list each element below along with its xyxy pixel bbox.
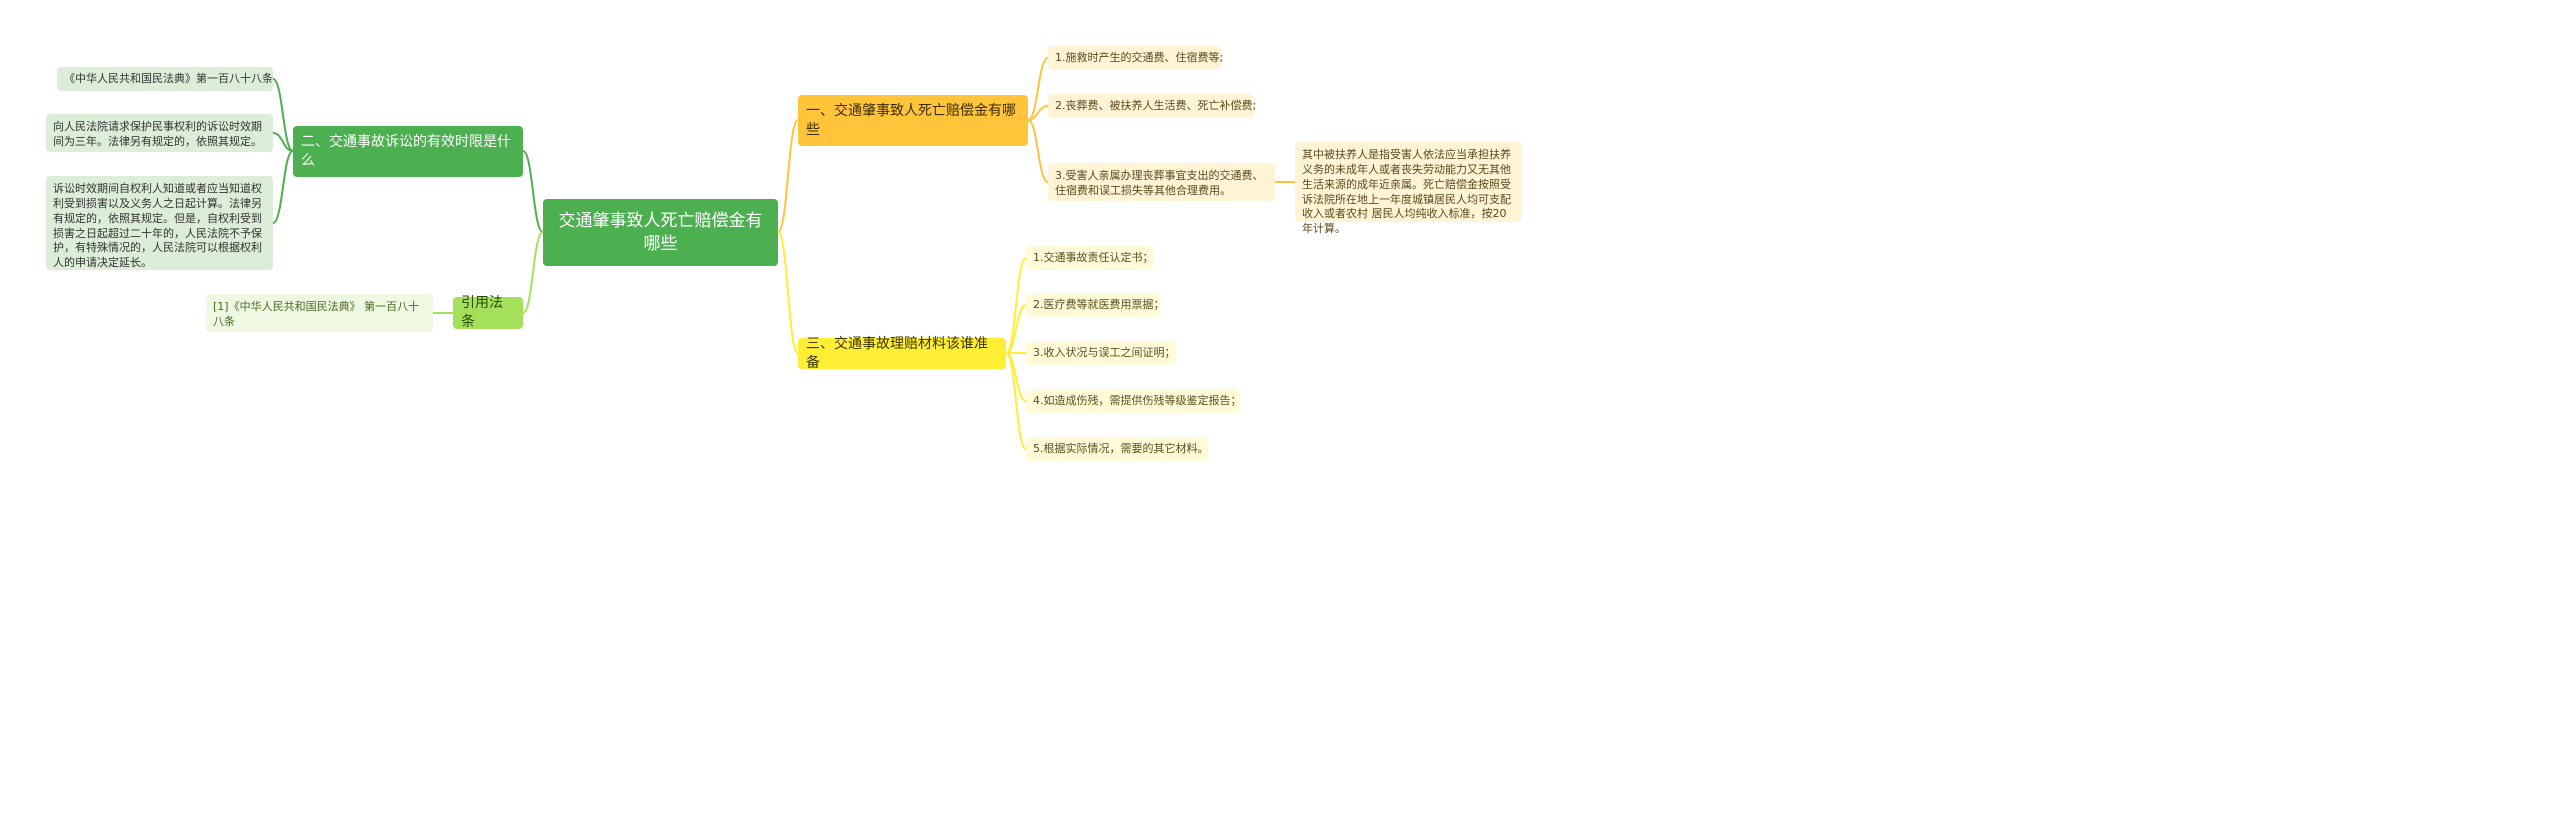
link-compensation-3 [1027, 119, 1049, 183]
limitation-item-1-label: 《中华人民共和国民法典》第一百八十八条 [64, 71, 273, 85]
compensation-item-1-label: 1.施救时产生的交通费、住宿费等; [1055, 50, 1224, 64]
link-compensation-2 [1027, 105, 1049, 121]
link-materials-2 [1005, 304, 1027, 354]
link-materials-5 [1005, 352, 1027, 450]
materials-item-2-label: 2.医疗费等就医费用票据； [1033, 297, 1165, 311]
branch-limitation[interactable]: 二、交通事故诉讼的有效时限是什么 [293, 126, 523, 177]
link-root-materials [777, 231, 799, 354]
branch-citation-label: 引用法条 [461, 295, 503, 330]
branch-limitation-label: 二、交通事故诉讼的有效时限是什么 [301, 134, 511, 169]
branch-citation[interactable]: 引用法条 [453, 295, 523, 330]
root-topic[interactable]: 交通肇事致人死亡赔偿金有哪些 [543, 199, 778, 266]
branch-materials[interactable]: 三、交通事故理赔材料该谁准备 [798, 336, 1006, 371]
branch-compensation-label: 一、交通肇事致人死亡赔偿金有哪些 [806, 103, 1016, 138]
link-root-citation [522, 231, 544, 314]
compensation-item-3[interactable]: 3.受害人亲属办理丧葬事宜支出的交通费、住宿费和误工损失等其他合理费用。 [1048, 163, 1275, 201]
link-limitation-1 [272, 78, 294, 152]
branch-materials-label: 三、交通事故理赔材料该谁准备 [806, 335, 988, 371]
root-topic-label: 交通肇事致人死亡赔偿金有哪些 [558, 210, 763, 254]
materials-item-5-label: 5.根据实际情况，需要的其它材料。 [1033, 441, 1209, 455]
link-limitation-3 [272, 150, 294, 224]
limitation-item-3[interactable]: 诉讼时效期间自权利人知道或者应当知道权利受到损害以及义务人之日起计算。法律另有规… [46, 176, 273, 270]
citation-item-1[interactable]: [1]《中华人民共和国民法典》 第一百八十八条 [206, 294, 433, 332]
connector-lines [272, 57, 1295, 450]
citation-item-1-label: [1]《中华人民共和国民法典》 第一百八十八条 [213, 300, 420, 328]
compensation-item-1[interactable]: 1.施救时产生的交通费、住宿费等; [1048, 46, 1224, 70]
link-compensation-1 [1027, 57, 1049, 121]
branch-compensation[interactable]: 一、交通肇事致人死亡赔偿金有哪些 [798, 95, 1028, 146]
materials-item-3-label: 3.收入状况与误工之间证明； [1033, 345, 1176, 359]
mind-map-canvas: 交通肇事致人死亡赔偿金有哪些 一、交通肇事致人死亡赔偿金有哪些 1.施救时产生的… [0, 0, 1560, 505]
limitation-item-2[interactable]: 向人民法院请求保护民事权利的诉讼时效期间为三年。法律另有规定的，依照其规定。 [46, 114, 273, 152]
link-root-limitation [522, 150, 544, 233]
compensation-item-3-label: 3.受害人亲属办理丧葬事宜支出的交通费、住宿费和误工损失等其他合理费用。 [1055, 169, 1264, 197]
compensation-item-2[interactable]: 2.丧葬费、被扶养人生活费、死亡补偿费; [1048, 94, 1257, 118]
materials-item-4-label: 4.如造成伤残，需提供伤残等级鉴定报告； [1033, 393, 1242, 407]
materials-item-1-label: 1.交通事故责任认定书； [1033, 250, 1154, 264]
link-materials-1 [1005, 257, 1027, 354]
limitation-item-2-label: 向人民法院请求保护民事权利的诉讼时效期间为三年。法律另有规定的，依照其规定。 [53, 120, 262, 148]
link-root-compensation [777, 119, 799, 233]
limitation-item-3-label: 诉讼时效期间自权利人知道或者应当知道权利受到损害以及义务人之日起计算。法律另有规… [53, 182, 262, 270]
materials-item-5[interactable]: 5.根据实际情况，需要的其它材料。 [1026, 437, 1209, 461]
materials-item-4[interactable]: 4.如造成伤残，需提供伤残等级鉴定报告； [1026, 389, 1242, 413]
materials-item-3[interactable]: 3.收入状况与误工之间证明； [1026, 341, 1176, 365]
materials-item-1[interactable]: 1.交通事故责任认定书； [1026, 246, 1154, 270]
materials-item-2[interactable]: 2.医疗费等就医费用票据； [1026, 293, 1165, 317]
compensation-item-2-label: 2.丧葬费、被扶养人生活费、死亡补偿费; [1055, 98, 1257, 112]
compensation-note[interactable]: 其中被扶养人是指受害人依法应当承担扶养义务的未成年人或者丧失劳动能力又无其他生活… [1295, 142, 1522, 235]
limitation-item-1[interactable]: 《中华人民共和国民法典》第一百八十八条 [57, 67, 273, 91]
compensation-note-label: 其中被扶养人是指受害人依法应当承担扶养义务的未成年人或者丧失劳动能力又无其他生活… [1302, 148, 1511, 236]
link-limitation-2 [272, 132, 294, 152]
